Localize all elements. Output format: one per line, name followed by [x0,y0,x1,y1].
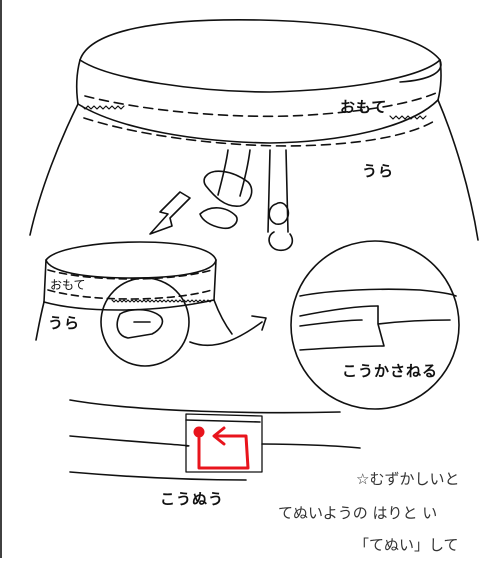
label-ura-small: うら [48,314,81,332]
band-zigzag [81,105,125,110]
small-bag [35,241,233,367]
label-omote-small: おもて [50,278,86,292]
band-stitch-lower [83,117,437,147]
band-left-side [75,59,81,105]
bag-body-right [437,99,479,241]
red-stitch-start-dot [193,426,205,438]
detail-circle [290,240,460,410]
tab-left-fold [199,207,238,230]
band-top-back [79,59,441,93]
detail-strap-top [299,288,457,297]
label-kousakaneru: こうかさねる [342,362,439,380]
band-right-side [437,59,442,101]
arrow-down-left [149,191,191,235]
small-band-right [213,259,217,301]
bottom-line-1 [69,399,341,414]
small-tab [116,308,164,339]
label-kounuu: こうぬう [160,490,225,508]
bottom-line-4 [69,471,247,481]
small-bag-body-right [213,299,233,335]
note-line-1: ☆むずかしいと [356,470,460,488]
small-band-bottom [43,299,215,311]
detail-strap-mid [299,305,379,317]
note-line-2: てぬいようの はりと い [278,504,438,522]
red-stitch-path [197,434,250,470]
bottom-tab-rect [185,413,263,473]
tab-center-loop [268,201,290,225]
red-stitch-arrowhead [212,426,226,446]
label-ura-top: うら [362,162,395,180]
band-stitch-upper [84,92,437,118]
bottom-band [69,399,361,481]
small-band-stitch-1 [47,269,213,280]
label-omote-top: おもて [340,98,388,116]
bag-opening-ellipse [79,18,442,83]
tab-left-strap [217,149,251,197]
large-bag [29,18,479,252]
small-bag-body-left [35,301,45,341]
bag-body-left [29,103,79,236]
bottom-line-2 [69,435,190,447]
detail-strap-fold [299,305,451,351]
bottom-tab-inner [185,419,261,423]
band-lower-edge [77,99,439,144]
small-band-zigzag [111,299,213,303]
small-band-left [43,259,47,303]
bottom-line-3 [261,443,361,449]
note-line-3: 「てぬい」して [354,536,459,554]
detail-circle-group [290,240,460,410]
tab-center-hook [268,231,294,252]
small-bag-opening [45,241,217,279]
band-zigzag-right [389,115,427,120]
tab-left-loop [203,170,253,207]
small-band-stitch-2 [47,289,213,300]
magnify-circle-small [100,277,190,367]
arrow-to-detail [189,315,267,347]
red-stitch [193,426,250,470]
detail-strap-lower [299,319,363,327]
